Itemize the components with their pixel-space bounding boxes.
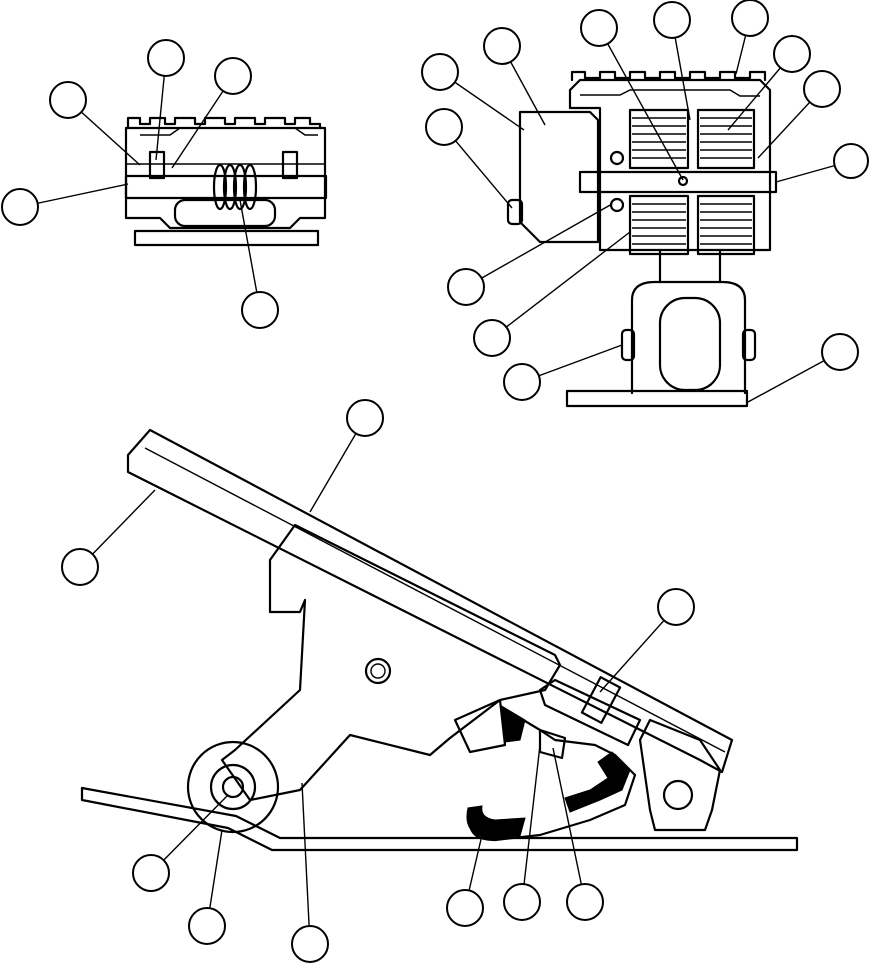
section-view-upper-bearing bbox=[609, 150, 625, 166]
callout-c10 bbox=[653, 1, 691, 39]
end-view-body bbox=[124, 126, 327, 230]
section-view-upper-springs bbox=[628, 108, 756, 170]
callout-c23 bbox=[188, 907, 226, 945]
side-view-roller-clip bbox=[221, 775, 245, 799]
pedal-section-view bbox=[506, 70, 778, 408]
side-view-hinge-pin bbox=[662, 779, 694, 811]
section-view-cover-line bbox=[580, 89, 760, 97]
side-view-connector-wires bbox=[499, 704, 526, 743]
side-view-lever-pivot bbox=[364, 657, 392, 685]
end-view-cover-line bbox=[140, 127, 318, 136]
callout-c07 bbox=[483, 27, 521, 65]
end-view-right-bracket bbox=[281, 150, 299, 180]
end-view-lower-clevis bbox=[173, 198, 277, 228]
side-view-adjust-screw bbox=[580, 676, 622, 724]
callout-c04 bbox=[1, 188, 39, 226]
callout-c11 bbox=[731, 0, 769, 37]
callout-c22 bbox=[132, 854, 170, 892]
section-view-cap-screw bbox=[506, 198, 524, 226]
callout-c20 bbox=[61, 548, 99, 586]
side-view-treadle-edge bbox=[144, 447, 726, 753]
side-view-lever-pivot-inner bbox=[370, 663, 386, 679]
callout-c15 bbox=[447, 268, 485, 306]
callout-c08 bbox=[425, 108, 463, 146]
callout-c09 bbox=[580, 9, 618, 47]
section-view-tread bbox=[570, 70, 767, 82]
side-view-clamp bbox=[538, 728, 567, 760]
callout-c02 bbox=[147, 39, 185, 77]
section-view-housing bbox=[568, 78, 772, 252]
section-view-lower-springs bbox=[628, 194, 756, 256]
end-view-tread bbox=[126, 116, 322, 130]
end-view-spring bbox=[212, 163, 258, 211]
callout-c26 bbox=[503, 883, 541, 921]
section-view-roller bbox=[658, 296, 722, 392]
callout-c18 bbox=[821, 333, 859, 371]
pedal-side-view bbox=[80, 428, 799, 852]
callout-c05 bbox=[241, 291, 279, 329]
callout-c13 bbox=[803, 70, 841, 108]
callout-c27 bbox=[566, 883, 604, 921]
callout-c24 bbox=[291, 925, 329, 963]
section-view-right-pin-head bbox=[741, 328, 757, 362]
section-view-stem bbox=[658, 248, 722, 284]
section-view-shaft-hole bbox=[677, 175, 689, 187]
callout-c06 bbox=[421, 53, 459, 91]
section-view-base-plate bbox=[565, 389, 749, 408]
callout-c03 bbox=[214, 57, 252, 95]
side-view-floor-plate bbox=[80, 786, 799, 852]
section-view-lower-bearing bbox=[609, 197, 625, 213]
pedal-end-view bbox=[124, 116, 328, 247]
side-view-lever-arm bbox=[220, 523, 562, 802]
side-view-roller-hub bbox=[209, 763, 257, 811]
callout-c21 bbox=[657, 588, 695, 626]
side-view-connector bbox=[453, 698, 507, 754]
callout-c16 bbox=[473, 319, 511, 357]
side-view-switch-housing bbox=[538, 678, 642, 747]
side-view-hinge-bracket bbox=[638, 718, 722, 832]
side-view-treadle bbox=[126, 428, 734, 774]
callout-c19 bbox=[346, 399, 384, 437]
callout-c12 bbox=[773, 35, 811, 73]
callout-c17 bbox=[503, 363, 541, 401]
side-view-harness-wrap bbox=[564, 751, 631, 813]
side-view-roller bbox=[186, 740, 280, 834]
callout-c25 bbox=[446, 889, 484, 927]
side-view-harness-boot bbox=[466, 805, 526, 839]
end-view-base-plate bbox=[133, 229, 320, 247]
callout-c14 bbox=[833, 143, 869, 179]
section-view-end-cap bbox=[518, 110, 600, 244]
section-view-clevis bbox=[630, 280, 747, 395]
callout-c01 bbox=[49, 81, 87, 119]
